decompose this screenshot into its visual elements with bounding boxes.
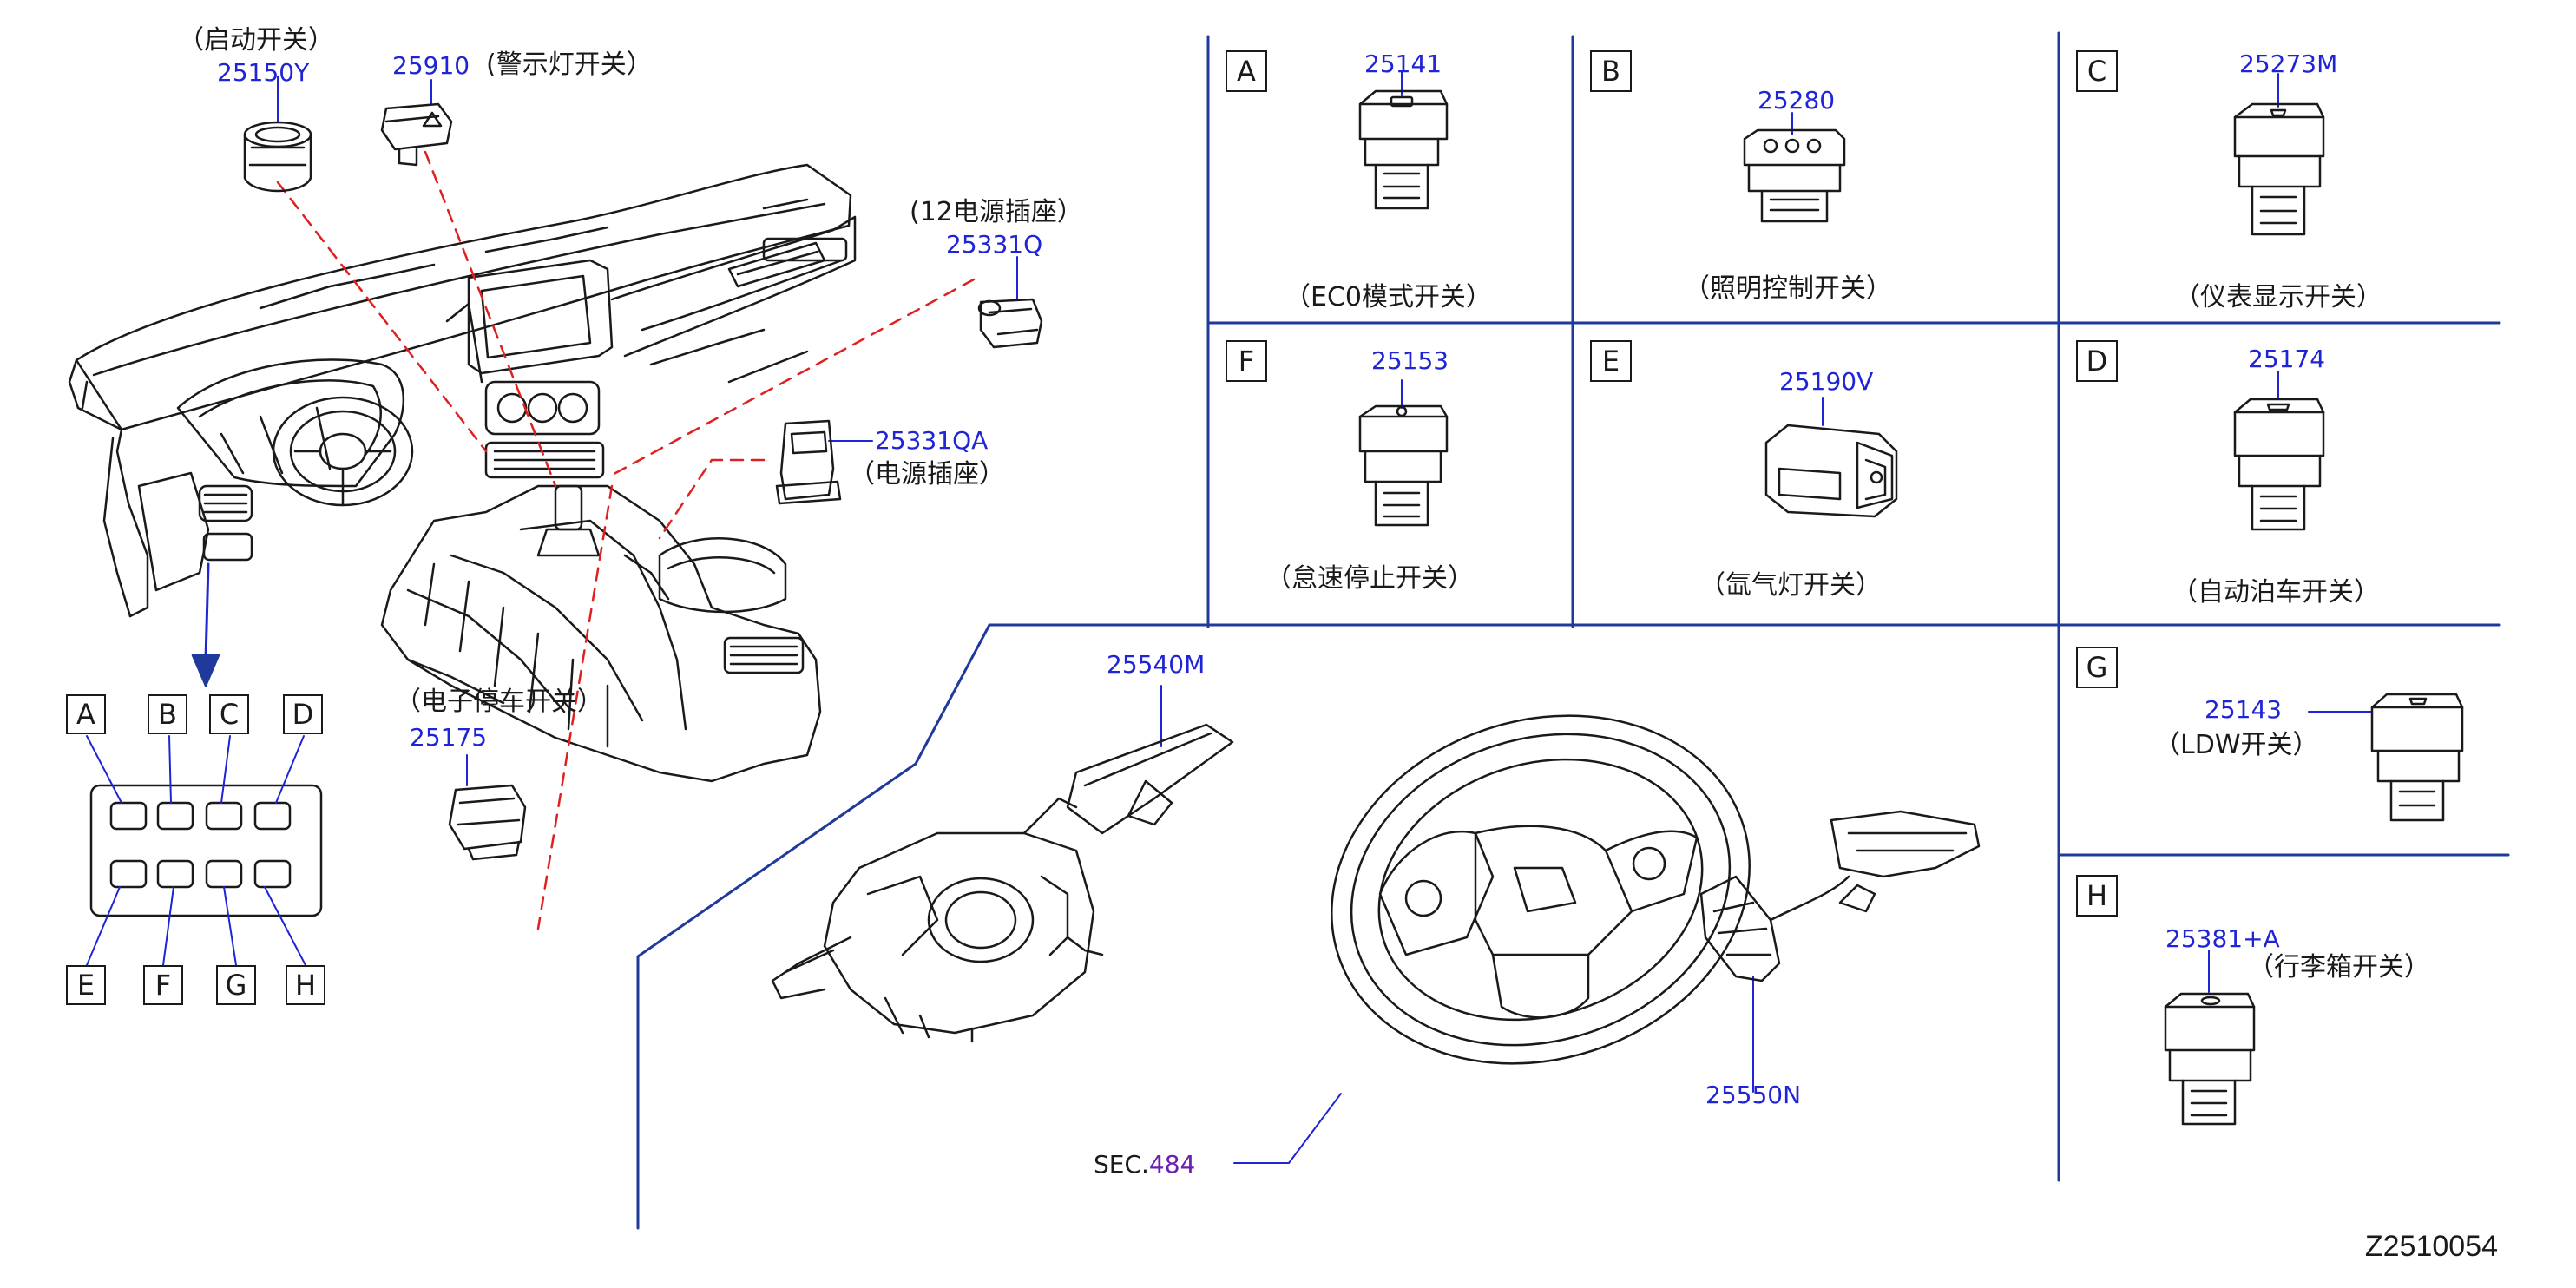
steering-wheel-drawing <box>1233 714 1751 1164</box>
socket-qa-name: （电源插座） <box>849 459 1005 490</box>
panel-letter-d: D <box>283 694 323 734</box>
cell-a-name: （EC0模式开关） <box>1285 282 1492 312</box>
cell-a-pn[interactable]: 25141 <box>1364 49 1442 78</box>
cell-e-pn[interactable]: 25190V <box>1779 367 1874 396</box>
cell-d-switch-drawing <box>2233 371 2325 531</box>
cell-b-name: （照明控制开关） <box>1684 273 1892 304</box>
grid-dividers <box>636 31 2510 1230</box>
cell-d-name: （自动泊车开关） <box>2172 577 2380 608</box>
cell-c-name: （仪表显示开关） <box>2174 282 2382 312</box>
ignition-name: （启动开关） <box>178 25 334 56</box>
panel-letter-h: H <box>286 965 325 1005</box>
panel-letter-b: B <box>148 694 187 734</box>
combo-pn[interactable]: 25540M <box>1107 650 1206 679</box>
cell-h-pn[interactable]: 25381+A <box>2165 924 2280 953</box>
cell-b-switch-drawing <box>1743 112 1846 223</box>
cell-g-switch-drawing <box>2308 693 2464 822</box>
panel-letter-f: F <box>143 965 183 1005</box>
sec-ref[interactable]: SEC.484 <box>1094 1153 1195 1177</box>
cell-h-letter: H <box>2076 875 2118 917</box>
cell-b-pn[interactable]: 25280 <box>1758 86 1836 115</box>
cell-d-letter: D <box>2076 340 2118 382</box>
panel-letter-a: A <box>66 694 106 734</box>
hazard-switch-drawing <box>380 79 453 167</box>
hazard-pn[interactable]: 25910 <box>392 51 470 80</box>
cell-e-name: （氙气灯开关） <box>1699 570 1882 601</box>
cell-g-name: （LDW开关） <box>2154 730 2319 760</box>
cell-f-switch-drawing <box>1358 379 1449 527</box>
sec-number: 484 <box>1148 1150 1196 1179</box>
cell-g-letter: G <box>2076 647 2118 688</box>
panel-letter-c: C <box>209 694 249 734</box>
cell-e-switch-drawing <box>1764 397 1898 518</box>
steering-sw-pn[interactable]: 25550N <box>1705 1081 1802 1109</box>
socket12-pn[interactable]: 25331Q <box>946 230 1043 259</box>
ignition-pn[interactable]: 25150Y <box>217 58 310 87</box>
cell-f-letter: F <box>1226 340 1267 382</box>
cell-a-letter: A <box>1226 50 1267 92</box>
cell-f-pn[interactable]: 25153 <box>1371 346 1449 375</box>
cell-c-letter: C <box>2076 50 2118 92</box>
panel-letter-e: E <box>66 965 106 1005</box>
cell-g-pn[interactable]: 25143 <box>2205 695 2283 724</box>
cell-a-switch-drawing <box>1358 70 1449 210</box>
cell-c-switch-drawing <box>2233 73 2325 236</box>
combination-switch-drawing <box>771 685 1234 1043</box>
cell-f-name: （怠速停止开关） <box>1265 563 1474 594</box>
epb-switch-drawing <box>448 754 527 861</box>
diagram-id: Z2510054 <box>2364 1230 2498 1263</box>
socket-12v-drawing <box>977 256 1043 349</box>
hazard-name: (警示灯开关） <box>486 49 653 80</box>
cell-c-pn[interactable]: 25273M <box>2239 49 2338 78</box>
socket12-name: (12电源插座） <box>910 197 1083 227</box>
socket-qa-pn[interactable]: 25331QA <box>875 426 989 455</box>
cell-b-letter: B <box>1590 50 1632 92</box>
panel-letter-g: G <box>216 965 256 1005</box>
cell-h-switch-drawing <box>2164 950 2256 1126</box>
hidden-path-lines <box>276 150 976 930</box>
epb-pn[interactable]: 25175 <box>410 723 488 752</box>
epb-name: （电子停车开关） <box>395 687 603 717</box>
dashboard-drawing <box>68 163 857 783</box>
ignition-switch-drawing <box>243 76 312 193</box>
socket-qa-drawing <box>775 419 873 505</box>
switch-panel-drawing <box>86 562 323 966</box>
cell-h-name: （行李箱开关） <box>2248 952 2430 982</box>
cell-e-letter: E <box>1590 340 1632 382</box>
cell-d-pn[interactable]: 25174 <box>2248 345 2326 373</box>
steering-switch-drawing <box>1699 810 1981 1093</box>
sec-prefix: SEC. <box>1094 1150 1149 1179</box>
